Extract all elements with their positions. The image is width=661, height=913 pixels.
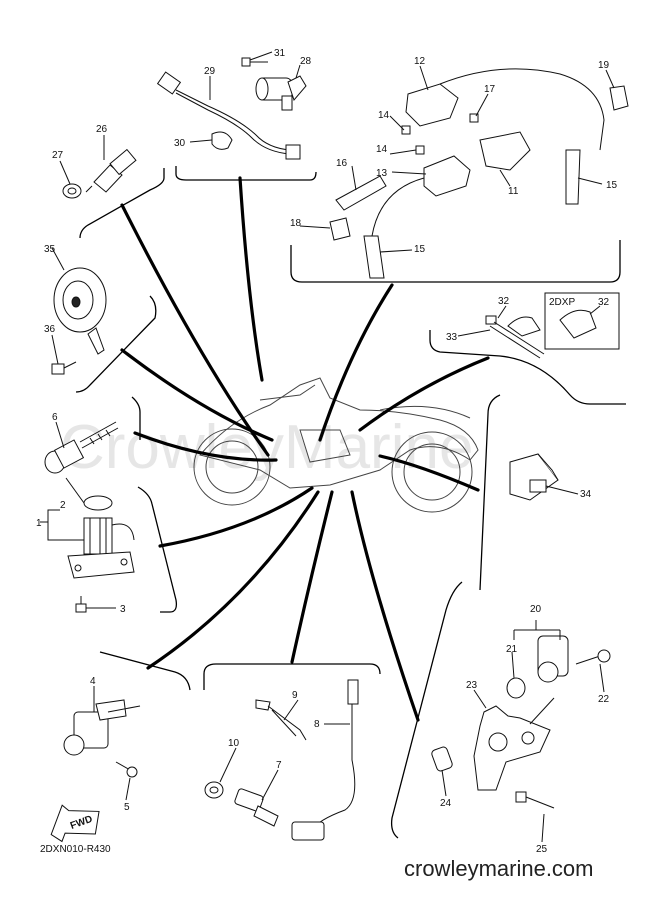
- callout-leaders: [40, 51, 615, 843]
- leader-lines: [120, 176, 490, 722]
- part-28-sensor: [255, 75, 307, 111]
- callout-12: 12: [414, 56, 426, 67]
- callout-6: 6: [52, 412, 58, 423]
- part-10-washer: [204, 781, 224, 799]
- part-11-bracket: [479, 131, 531, 171]
- callout-3: 3: [120, 604, 126, 615]
- part-3-screw: [75, 596, 87, 613]
- group-brackets: [75, 166, 626, 839]
- callout-21: 21: [506, 644, 518, 655]
- part-35-horn: [53, 267, 107, 355]
- part-1-switch: [67, 517, 135, 579]
- callout-22: 22: [598, 694, 610, 705]
- callout-26: 26: [96, 124, 108, 135]
- callout-29: 29: [204, 66, 216, 77]
- part-27-washer: [62, 183, 82, 199]
- callout-33: 33: [446, 332, 458, 343]
- callout-28: 28: [300, 56, 312, 67]
- part-20-sensor: [537, 635, 569, 683]
- part-2-oring: [83, 495, 113, 511]
- part-13-ignition-coil: [423, 155, 471, 197]
- part-5-bolt: [115, 761, 138, 778]
- callout-35: 35: [44, 244, 56, 255]
- callout-30: 30: [174, 138, 186, 149]
- callout-11: 11: [508, 186, 519, 197]
- part-29-harness: [156, 71, 301, 160]
- part-21-oring: [506, 677, 526, 699]
- callout-14b: 14: [376, 144, 388, 155]
- part-31-bolt: [241, 57, 268, 67]
- callout-24: 24: [440, 798, 452, 809]
- callout-14a: 14: [378, 110, 390, 121]
- callout-labels: 1 2 3 4 5 6 7 8 9 10 11 12 13 14 14 15 1…: [36, 48, 618, 855]
- part-14-bolts: [401, 125, 425, 155]
- callout-10: 10: [228, 738, 240, 749]
- part-18-clamp: [329, 217, 351, 241]
- part-16-tube: [335, 175, 387, 211]
- part-34-relay: [509, 453, 559, 501]
- part-7-sender: [234, 788, 279, 827]
- callout-34: 34: [580, 489, 592, 500]
- part-23-bracket: [473, 705, 551, 791]
- callout-4: 4: [90, 676, 96, 687]
- callout-23: 23: [466, 680, 478, 691]
- callout-2: 2: [60, 500, 66, 511]
- callout-20: 20: [530, 604, 542, 615]
- part-26-sensor: [85, 148, 137, 193]
- part-22-bolt: [575, 649, 611, 665]
- part-12-ignition-coil: [405, 68, 605, 151]
- callout-31: 31: [274, 48, 286, 59]
- callout-1: 1: [36, 518, 42, 529]
- callout-16: 16: [336, 158, 348, 169]
- part-36-bolt: [51, 361, 77, 375]
- callout-32a: 32: [498, 296, 510, 307]
- part-9-cable-tie: [255, 699, 307, 741]
- footer-site-link[interactable]: crowleymarine.com: [404, 856, 594, 881]
- callout-18: 18: [290, 218, 302, 229]
- fwd-arrow-icon: FWD: [50, 804, 100, 843]
- part-32-clamp: [507, 316, 541, 337]
- part-24-collar: [431, 746, 453, 772]
- part-6-sensor: [44, 421, 119, 474]
- callout-36: 36: [44, 324, 56, 335]
- variant-label: 2DXP: [549, 297, 575, 308]
- callout-13: 13: [376, 168, 388, 179]
- callout-15b: 15: [414, 244, 426, 255]
- callout-15a: 15: [606, 180, 618, 191]
- part-15-plug-caps: [363, 149, 581, 279]
- part-30-clamp: [211, 131, 233, 150]
- callout-7: 7: [276, 760, 282, 771]
- callout-32b: 32: [598, 297, 610, 308]
- variant-box: 2DXP: [544, 292, 620, 350]
- callout-8: 8: [314, 719, 320, 730]
- callout-9: 9: [292, 690, 298, 701]
- part-17-bolt: [469, 113, 479, 123]
- diagram-code: 2DXN010-R430: [40, 844, 111, 855]
- part-8-harness: [291, 679, 359, 841]
- part-4-solenoid: [63, 699, 141, 756]
- callout-17: 17: [484, 84, 496, 95]
- motorcycle-outline: [193, 377, 479, 513]
- callout-5: 5: [124, 802, 130, 813]
- part-25-bolt: [515, 791, 555, 809]
- part-19-clamp: [609, 85, 629, 111]
- callout-25: 25: [536, 844, 548, 855]
- watermark-text: CrowleyMarine: [60, 413, 473, 482]
- callout-27: 27: [52, 150, 64, 161]
- callout-19: 19: [598, 60, 610, 71]
- part-33-cable-tie: [485, 315, 545, 359]
